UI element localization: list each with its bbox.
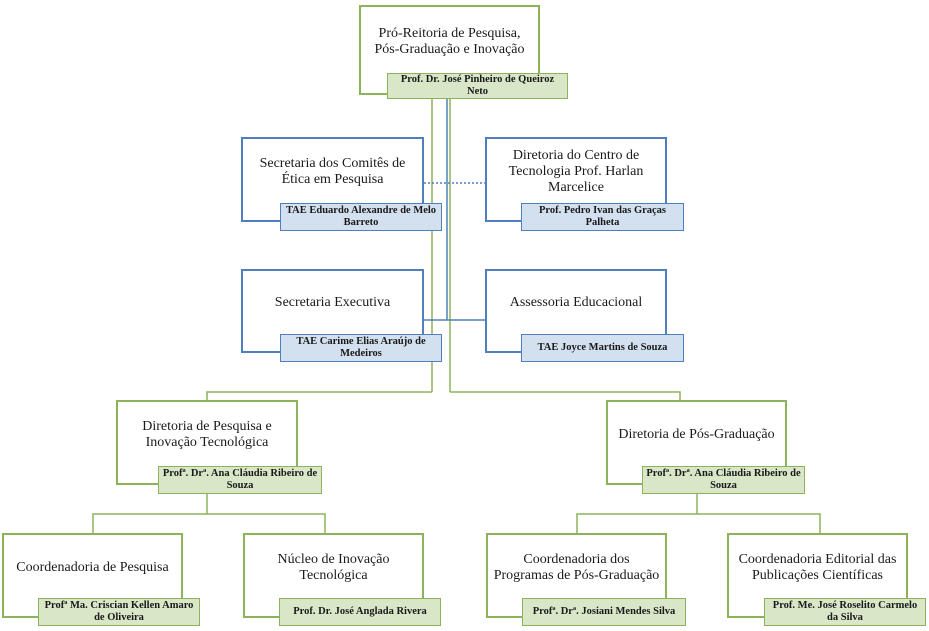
branch-to-postgrad-directorate <box>450 391 681 400</box>
branch-to-research-coordination <box>92 493 208 533</box>
ethics-secretariat-head-tag: TAE Eduardo Alexandre de Melo Barreto <box>280 203 442 231</box>
ethics-secretariat-head: TAE Eduardo Alexandre de Melo Barreto <box>285 205 437 228</box>
postgrad-directorate-head-tag: Profª. Drª. Ana Cláudia Ribeiro de Souza <box>642 466 805 494</box>
innovation-nucleus-title: Núcleo de Inovação Tecnológica <box>277 551 390 583</box>
programs-coordination-head-tag: Profª. Drª. Josiani Mendes Silva <box>522 598 686 626</box>
rectorate-head-tag: Prof. Dr. José Pinheiro de Queiroz Neto <box>387 73 568 99</box>
technology-center-head: Prof. Pedro Ivan das Graças Palheta <box>538 205 667 228</box>
educational-advisory-head-tag: TAE Joyce Martins de Souza <box>521 334 684 362</box>
executive-secretariat-head: TAE Carime Elias Araújo de Medeiros <box>296 336 426 359</box>
ethics-secretariat-title: Secretaria dos Comitês de Ética em Pesqu… <box>259 155 406 187</box>
postgrad-directorate-title: Diretoria de Pós-Graduação <box>618 426 775 442</box>
innovation-nucleus-head: Prof. Dr. José Anglada Rivera <box>293 606 427 617</box>
advisory-lines <box>424 98 486 321</box>
editorial-coordination-head-tag: Prof. Me. José Roselito Carmelo da Silva <box>764 598 926 626</box>
branch-to-programs-coordination <box>576 493 698 533</box>
executive-secretariat-title: Secretaria Executiva <box>274 295 391 310</box>
branch-to-innovation-nucleus <box>207 513 326 533</box>
technology-center-title: Diretoria do Centro de Tecnologia Prof. … <box>508 147 644 195</box>
programs-coordination-title: Coordenadoria dos Programas de Pós-Gradu… <box>493 551 660 583</box>
research-directorate-head-tag: Profª. Drª. Ana Cláudia Ribeiro de Souza <box>158 466 322 494</box>
branch-to-research-directorate <box>206 391 432 400</box>
programs-coordination-head: Profª. Drª. Josiani Mendes Silva <box>532 606 676 617</box>
research-coordination-title: Coordenadoria de Pesquisa <box>16 559 169 575</box>
educational-advisory-head: TAE Joyce Martins de Souza <box>537 342 668 353</box>
rectorate-title: Pró-Reitoria de Pesquisa, Pós-Graduação … <box>374 26 525 57</box>
educational-advisory-title: Assessoria Educacional <box>509 295 643 310</box>
research-coordination-head-tag: Profª Ma. Criscian Kellen Amaro de Olive… <box>38 598 200 626</box>
editorial-coordination-head: Prof. Me. José Roselito Carmelo da Silva <box>772 600 918 623</box>
research-directorate-head: Profª. Drª. Ana Cláudia Ribeiro de Souza <box>162 468 318 491</box>
research-directorate-title: Diretoria de Pesquisa e Inovação Tecnoló… <box>142 418 272 450</box>
executive-secretariat-head-tag: TAE Carime Elias Araújo de Medeiros <box>280 334 442 362</box>
technology-center-head-tag: Prof. Pedro Ivan das Graças Palheta <box>521 203 684 231</box>
research-coordination-head: Profª Ma. Criscian Kellen Amaro de Olive… <box>44 600 194 623</box>
rectorate-head: Prof. Dr. José Pinheiro de Queiroz Neto <box>400 74 555 97</box>
branch-to-editorial-coordination <box>697 513 821 533</box>
editorial-coordination-title: Coordenadoria Editorial das Publicações … <box>738 551 897 583</box>
innovation-nucleus-head-tag: Prof. Dr. José Anglada Rivera <box>279 598 441 626</box>
postgrad-directorate-head: Profª. Drª. Ana Cláudia Ribeiro de Souza <box>646 468 801 491</box>
